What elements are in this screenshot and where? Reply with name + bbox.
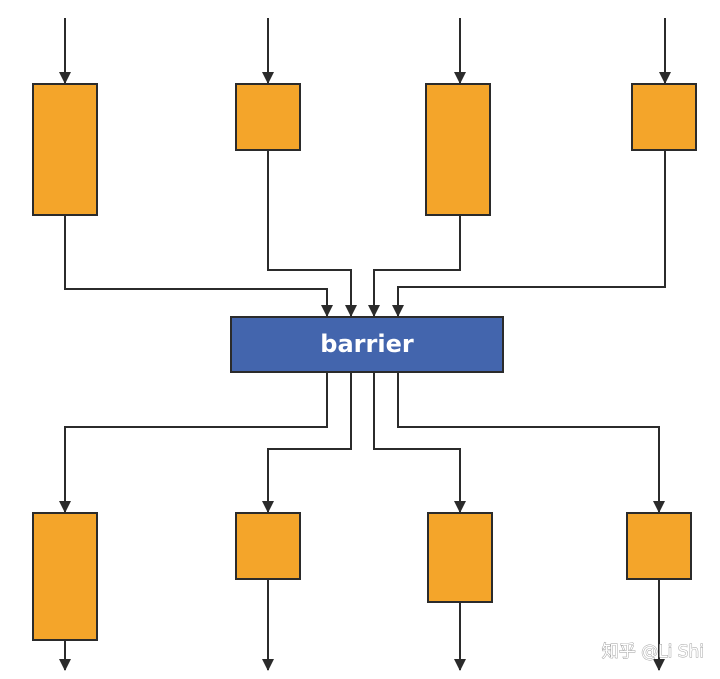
bottom-task-box (626, 512, 692, 580)
connector-from-barrier (397, 372, 665, 513)
connector-from-barrier (262, 372, 352, 513)
barrier: barrier (230, 316, 504, 373)
connector-to-barrier (368, 215, 461, 317)
top-tasks (32, 83, 697, 216)
bottom-task-box (427, 512, 493, 603)
watermark: 知乎 @Li Shi (602, 642, 704, 662)
top-task-box (631, 83, 697, 151)
connector-from-barrier (373, 372, 466, 513)
top-to-barrier-connectors (64, 150, 666, 317)
connector-to-barrier (267, 150, 357, 317)
outgoing-arrows (59, 579, 665, 671)
bottom-task-box (235, 512, 301, 580)
barrier-to-bottom-connectors (59, 372, 665, 513)
top-task-box (425, 83, 491, 216)
connector-to-barrier (392, 150, 666, 317)
barrier-box (230, 316, 504, 373)
connector-to-barrier (64, 215, 333, 317)
bottom-tasks (32, 512, 692, 641)
top-task-box (32, 83, 98, 216)
barrier-label: barrier (320, 330, 414, 358)
incoming-arrows (59, 18, 671, 84)
top-task-box (235, 83, 301, 151)
connector-from-barrier (59, 372, 328, 513)
bottom-task-box (32, 512, 98, 641)
